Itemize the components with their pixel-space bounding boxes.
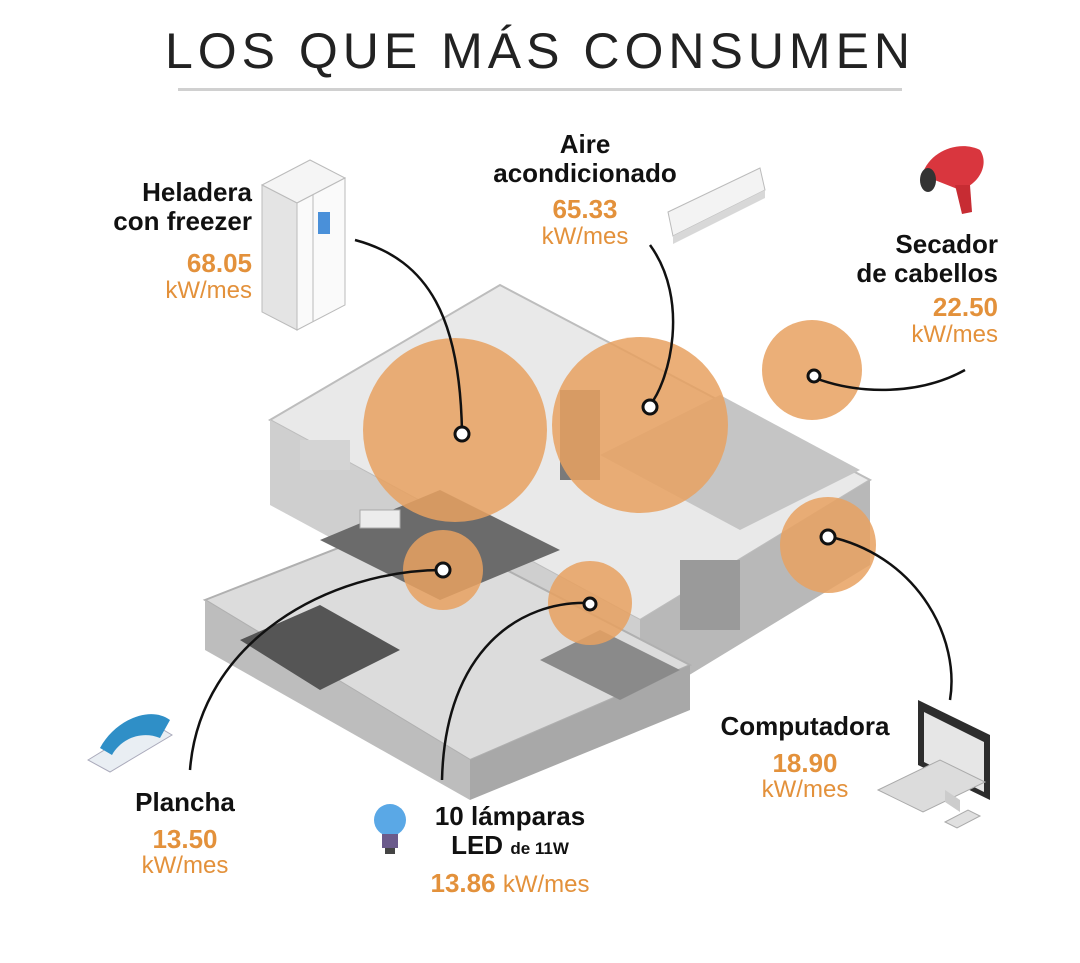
lamparas-unit: kW/mes [502, 871, 590, 899]
led-bulb-icon [374, 804, 406, 854]
lamparas-led: LED [451, 829, 504, 860]
aire-name-1: Aire [559, 129, 611, 159]
iron-icon [87, 714, 173, 773]
secador-name-2: de cabellos [856, 257, 998, 288]
page-title: LOS QUE MÁS CONSUMEN [164, 23, 916, 79]
label-heladera: Heladera con freezer 68.05 kW/mes [60, 178, 252, 304]
aire-name-2: acondicionado [493, 157, 677, 188]
leader-lines [188, 238, 966, 781]
plancha-value: 13.50 [152, 823, 218, 854]
heladera-value: 68.05 [186, 248, 252, 279]
computadora-name: Computadora [720, 711, 890, 741]
label-lamparas: 10 lámparas LED de 11W 13.86 kW/mes [400, 802, 620, 899]
computadora-unit: kW/mes [761, 776, 849, 804]
lamparas-name-2: LED de 11W [400, 829, 620, 860]
secador-unit: kW/mes [911, 320, 998, 348]
computer-icon [876, 700, 990, 829]
lamparas-value: 13.86 [430, 868, 496, 899]
lamparas-name-1: 10 lámparas [434, 801, 586, 831]
plancha-unit: kW/mes [141, 852, 229, 880]
plancha-name: Plancha [135, 787, 235, 817]
aire-value: 65.33 [552, 194, 618, 225]
label-secador: Secador de cabellos 22.50 kW/mes [780, 230, 998, 348]
refrigerator-icon [260, 159, 347, 331]
heladera-unit: kW/mes [165, 276, 252, 304]
secador-value: 22.50 [932, 292, 998, 323]
computadora-value: 18.90 [772, 747, 838, 778]
title-divider [178, 88, 902, 91]
aire-unit: kW/mes [541, 222, 629, 250]
heladera-name-2: con freezer [113, 205, 252, 236]
hair-dryer-icon [920, 146, 984, 214]
label-computadora: Computadora 18.90 kW/mes [695, 712, 915, 804]
lamparas-value-line: 13.86 kW/mes [400, 869, 620, 898]
secador-name-1: Secador [895, 229, 998, 259]
label-plancha: Plancha 13.50 kW/mes [100, 788, 270, 880]
heladera-name-1: Heladera [142, 177, 252, 207]
leader-dots [434, 368, 837, 612]
air-conditioner-icon [667, 167, 766, 244]
label-aire: Aire acondicionado 65.33 kW/mes [455, 130, 715, 250]
lamparas-watt: de 11W [510, 838, 569, 858]
